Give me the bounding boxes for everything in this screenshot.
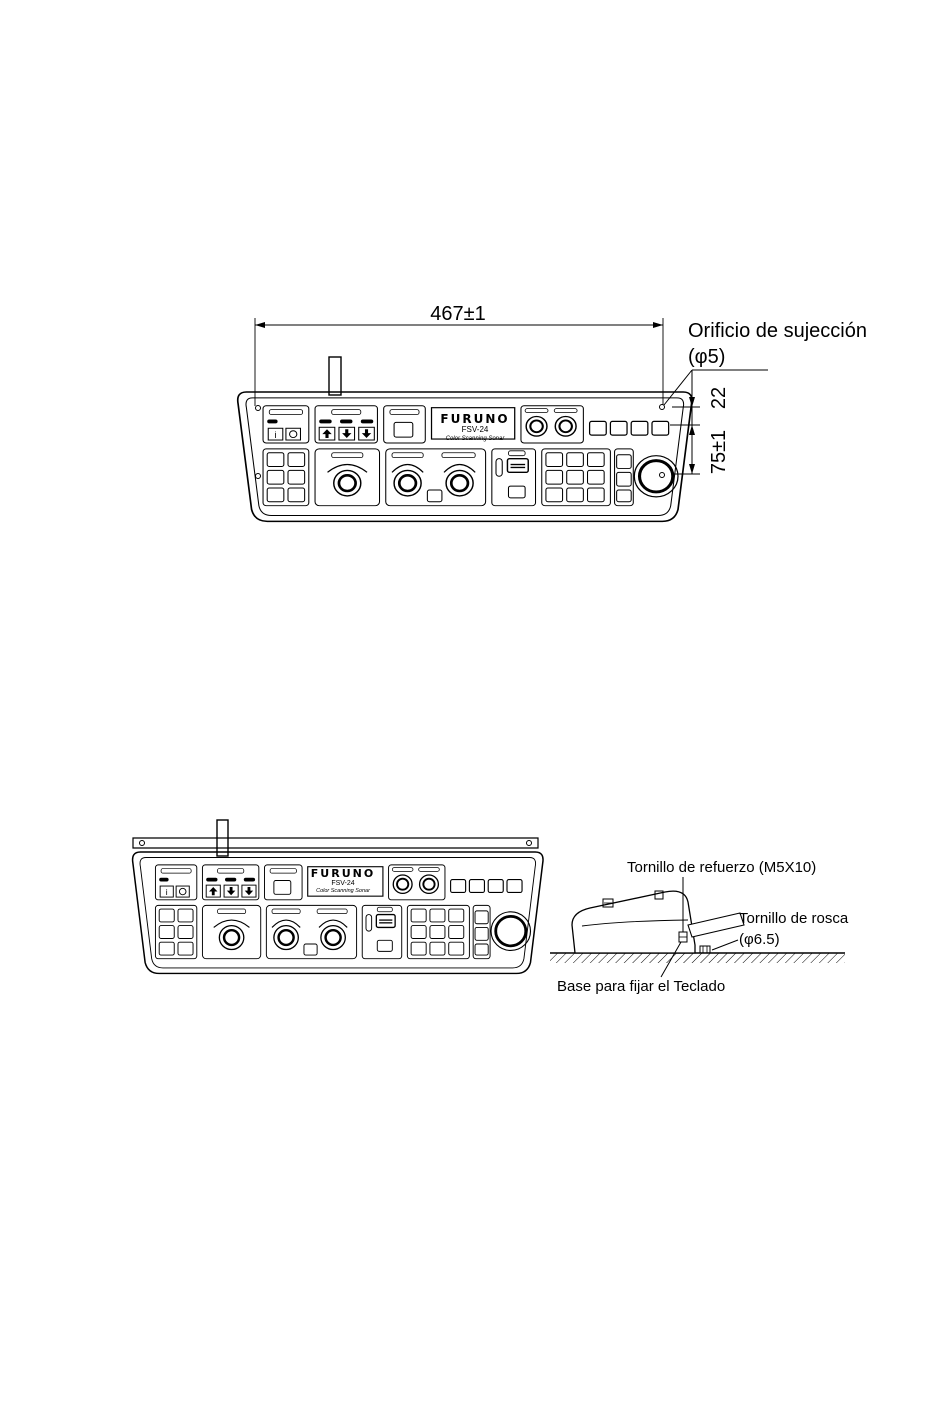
tapping-screw-leader-line (712, 940, 738, 950)
hole-label: Orificio de sujección (688, 320, 867, 342)
hole-diameter: (φ5) (688, 346, 725, 368)
tapping-screw-diameter: (φ6.5) (739, 931, 780, 948)
top-view: FURUNO FSV-24 Color Scanning Sonar 467±1… (238, 303, 867, 521)
brand-logo: FURUNO (440, 412, 509, 426)
product-subtitle: Color Scanning Sonar (316, 888, 371, 894)
screw-label: Tornillo de refuerzo (M5X10) (627, 859, 816, 876)
floor-hatch (550, 953, 845, 963)
mounting-hole (256, 406, 261, 411)
cable (329, 357, 341, 395)
tapping-screw (700, 946, 710, 953)
width-dimension: 467±1 (430, 303, 485, 325)
model-label: FSV-24 (462, 425, 489, 434)
hole-leader-line (664, 370, 692, 405)
product-subtitle: Color Scanning Sonar (446, 436, 506, 442)
offset-dimension: 22 (708, 387, 730, 409)
brand-logo: FURUNO (311, 867, 375, 880)
mounting-hole (660, 405, 665, 410)
tapping-screw-label: Tornillo de rosca (739, 910, 849, 927)
mounting-bracket (133, 838, 538, 848)
base-label: Base para fijar el Teclado (557, 978, 725, 995)
cable (688, 913, 744, 937)
side-view: Tornillo de refuerzo (M5X10) Tornillo de… (550, 859, 849, 995)
mounting-hole (256, 474, 261, 479)
mounting-hole (660, 473, 665, 478)
bottom-front-view: FURUNO FSV-24 Color Scanning Sonar (133, 820, 543, 973)
height-dimension: 75±1 (708, 430, 730, 474)
model-label: FSV-24 (331, 880, 354, 887)
